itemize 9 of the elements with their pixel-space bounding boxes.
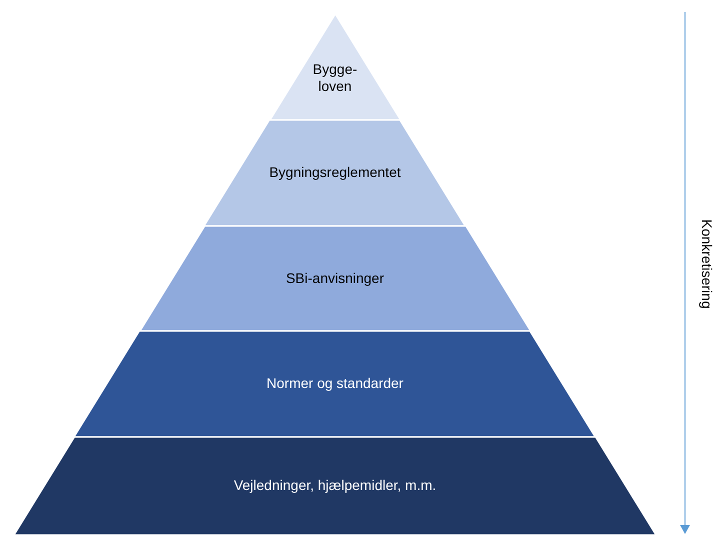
axis-label: Konkretisering <box>699 218 715 311</box>
layer-label: Bygningsreglementet <box>269 164 401 182</box>
layer-label: SBi-anvisninger <box>286 270 384 288</box>
pyramid-layer <box>203 119 467 227</box>
layer-label: Vejledninger, hjælpemidler, m.m. <box>234 477 436 495</box>
layer-label: Bygge- loven <box>312 60 358 96</box>
layer-label: Normer og standarder <box>266 375 404 393</box>
pyramid-layer <box>73 330 597 438</box>
pyramid-layer <box>12 436 658 535</box>
